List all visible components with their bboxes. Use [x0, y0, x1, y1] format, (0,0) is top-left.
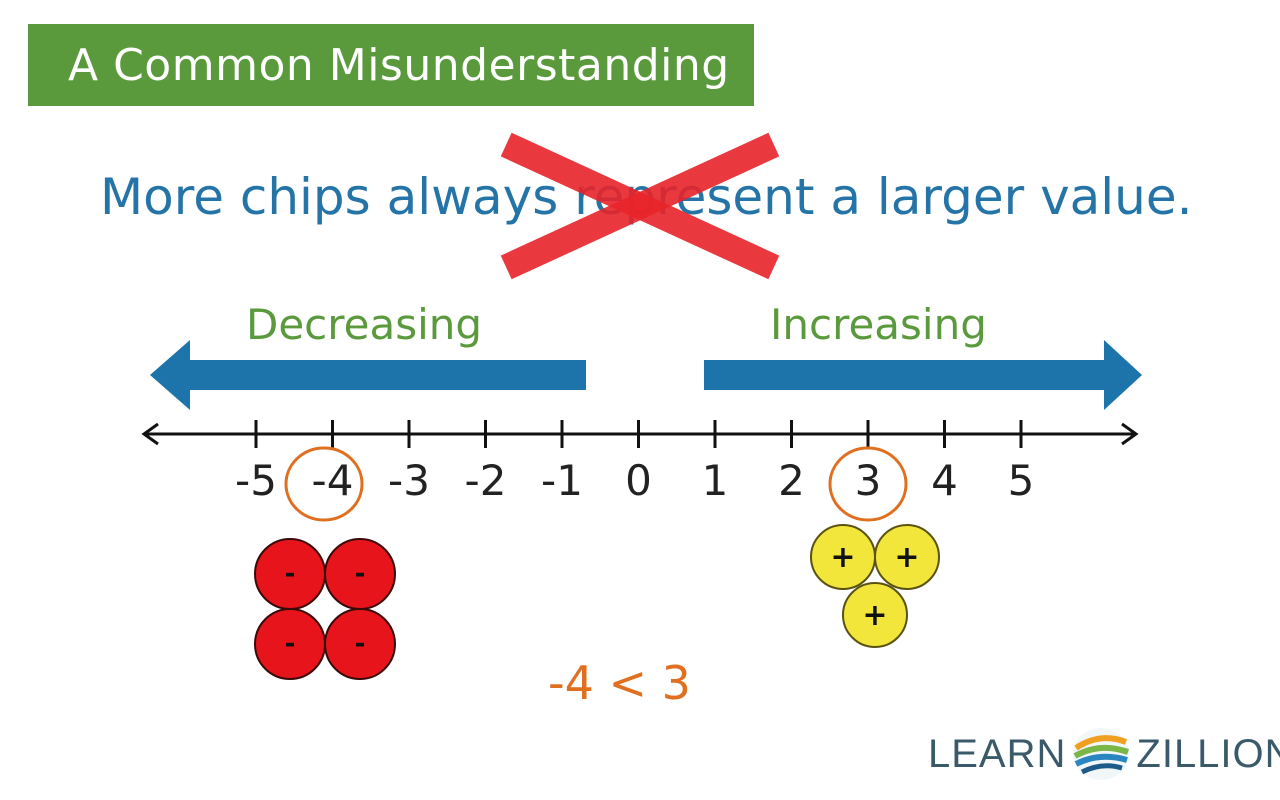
learnzillion-logo: LEARN ZILLION	[928, 726, 1280, 782]
increasing-label: Increasing	[770, 300, 987, 349]
logo-left-text: LEARN	[928, 731, 1067, 776]
tick-label: -2	[464, 456, 507, 505]
positive-chip: +	[842, 582, 908, 648]
negative-chip: -	[254, 538, 326, 610]
circle-negative-four	[284, 446, 364, 522]
tick-label: 1	[701, 456, 729, 505]
logo-right-text: ZILLION	[1136, 731, 1280, 776]
comparison-inequality: -4 < 3	[548, 656, 691, 710]
negative-chip: -	[254, 608, 326, 680]
tick-label: 5	[1007, 456, 1035, 505]
negative-chip: -	[324, 608, 396, 680]
logo-swoosh-icon	[1073, 728, 1130, 780]
tick-label: -5	[235, 456, 277, 505]
positive-chip: +	[874, 524, 940, 590]
decreasing-label: Decreasing	[246, 300, 483, 349]
tick-label: -3	[388, 456, 430, 505]
negative-chip: -	[324, 538, 396, 610]
tick-label: -1	[541, 456, 583, 505]
title-text: A Common Misunderstanding	[68, 39, 730, 91]
increasing-arrow	[704, 340, 1142, 410]
title-banner: A Common Misunderstanding	[28, 24, 754, 106]
tick-label: -4	[311, 456, 354, 505]
circle-three	[828, 446, 908, 522]
tick-label: 4	[931, 456, 958, 505]
tick-label: 0	[625, 456, 652, 505]
decreasing-arrow	[150, 340, 586, 410]
positive-chip: +	[810, 524, 876, 590]
cross-out-mark	[500, 132, 780, 280]
number-line	[141, 420, 1139, 448]
tick-label: 2	[778, 456, 805, 505]
tick-label: 3	[854, 456, 882, 505]
